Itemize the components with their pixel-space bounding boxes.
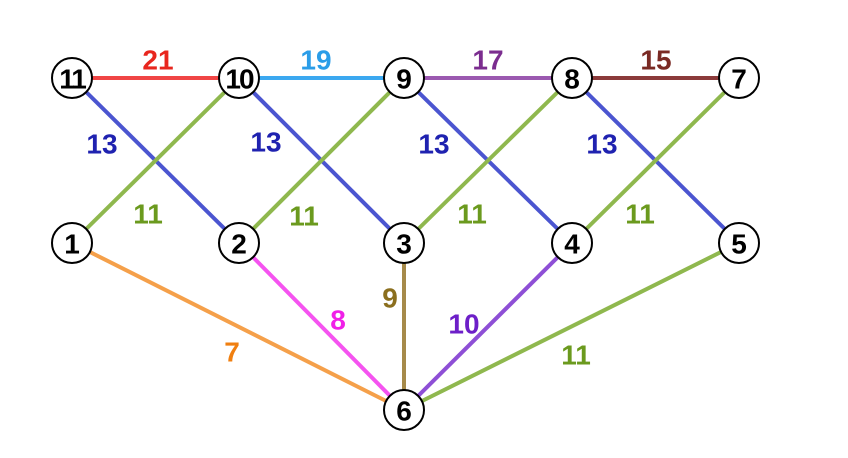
node-11: 11 [51,57,93,99]
node-5: 5 [718,222,760,264]
node-label-4: 4 [564,229,580,260]
edge-weight-label-3-6: 9 [382,283,398,314]
node-label-8: 8 [564,64,580,95]
edge-7-4 [570,76,741,245]
node-6: 6 [383,389,425,431]
node-2: 2 [218,222,260,264]
node-circle-8 [551,57,593,99]
node-8: 8 [551,57,593,99]
node-label-2: 2 [231,229,247,260]
edge-10-1 [70,76,241,245]
node-label-6: 6 [396,396,412,427]
node-9: 9 [383,57,425,99]
edge-8-3 [402,76,574,245]
nodes-layer: 1 2 3 4 5 6 7 8 9 10 11 [51,57,760,431]
node-circle-7 [718,57,760,99]
edge-weight-label-9-2: 11 [289,201,319,232]
node-circle-1 [51,222,93,264]
node-label-5: 5 [731,229,747,260]
edge-1-6 [71,241,405,412]
edges-layer [70,76,741,412]
node-circle-11 [51,57,93,99]
edge-weight-label-10-3: 13 [250,127,281,158]
node-circle-9 [383,57,425,99]
node-label-1: 1 [64,229,80,260]
edge-4-6 [402,241,574,412]
edge-weight-label-8-3: 11 [457,199,487,230]
node-label-9: 9 [396,64,412,95]
edge-weight-label-11-2: 13 [86,129,117,160]
node-circle-3 [383,222,425,264]
node-label-7: 7 [731,64,747,95]
edge-weight-label-1-6: 7 [224,337,240,368]
node-circle-5 [718,222,760,264]
node-circle-2 [218,222,260,264]
node-3: 3 [383,222,425,264]
edge-weight-label-5-6: 11 [561,340,591,371]
node-10: 10 [218,57,260,99]
node-label-3: 3 [396,229,412,260]
edge-weight-label-7-4: 11 [625,199,655,230]
node-1: 1 [51,222,93,264]
edge-9-2 [237,76,406,245]
node-circle-6 [383,389,425,431]
node-circle-10 [218,57,260,99]
node-label-10: 10 [225,64,254,95]
edge-weight-label-10-1: 11 [133,199,163,230]
edge-weight-label-8-7: 15 [640,45,671,76]
edge-weight-label-10-9: 19 [300,45,331,76]
node-4: 4 [551,222,593,264]
edge-weight-label-9-4: 13 [418,129,449,160]
edge-2-6 [237,241,406,412]
node-circle-4 [551,222,593,264]
node-label-11: 11 [59,64,86,95]
edge-weight-label-2-6: 8 [330,305,346,336]
edge-weight-label-11-10: 21 [142,45,173,76]
edge-5-6 [403,241,740,412]
edge-weight-label-8-5: 13 [586,129,617,160]
edge-labels-layer: 21 19 17 15 13 13 13 13 11 11 11 11 7 8 9 10 11 [86,45,671,371]
edge-weight-label-4-6: 10 [448,309,479,340]
edge-weight-label-9-8: 17 [472,45,503,76]
node-7: 7 [718,57,760,99]
